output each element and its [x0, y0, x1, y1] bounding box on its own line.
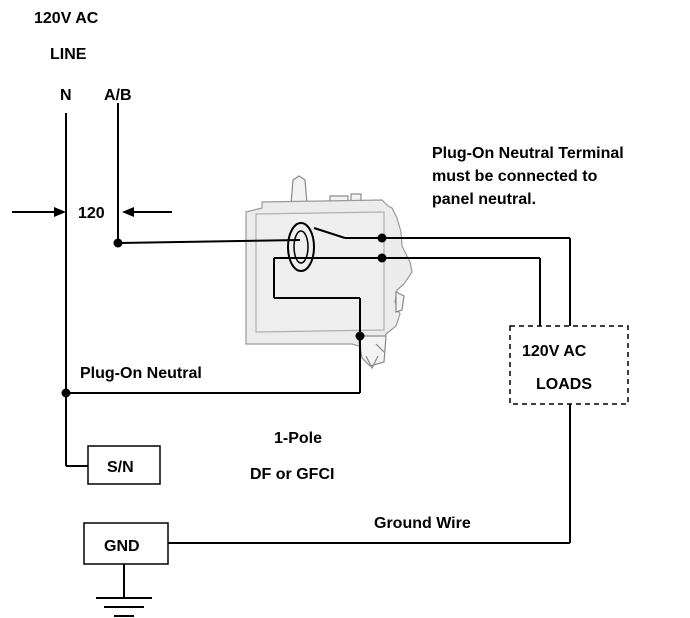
gnd-label: GND — [104, 538, 140, 555]
gnd-box — [83, 522, 169, 565]
breaker-poles-label: 1-Pole — [274, 430, 322, 447]
loads-label: LOADS — [536, 376, 592, 393]
breaker-type-label: DF or GFCI — [250, 466, 334, 483]
sensor-coil — [287, 222, 315, 272]
junction-dot — [377, 253, 387, 263]
sn-box — [87, 445, 161, 485]
wiring — [12, 103, 571, 617]
plug-on-neutral-label: Plug-On Neutral — [80, 365, 202, 382]
voltage-measure-arrows — [12, 207, 172, 217]
ground-symbol — [96, 564, 152, 617]
sn-label: S/N — [107, 459, 134, 476]
junction-dot — [61, 388, 71, 398]
measured-voltage-label: 120 — [78, 205, 105, 222]
ground-wire-label: Ground Wire — [374, 515, 471, 532]
terminal-note-line-1: Plug-On Neutral Terminal — [432, 145, 624, 162]
junction-dot — [355, 331, 365, 341]
line-in-wire — [117, 239, 301, 244]
breaker-illustration — [245, 175, 413, 370]
loads-box — [509, 325, 629, 405]
terminal-note-line-3: panel neutral. — [432, 191, 536, 208]
junction-dot — [377, 233, 387, 243]
junction-dot — [113, 238, 123, 248]
neutral-terminal-label: N — [60, 87, 72, 104]
terminal-note-line-2: must be connected to — [432, 168, 598, 185]
switch-contact — [313, 227, 346, 239]
loads-voltage-label: 120V AC — [522, 343, 587, 360]
source-line-label: LINE — [50, 46, 87, 63]
phase-terminal-label: A/B — [104, 87, 132, 104]
source-voltage-label: 120V AC — [34, 10, 99, 27]
